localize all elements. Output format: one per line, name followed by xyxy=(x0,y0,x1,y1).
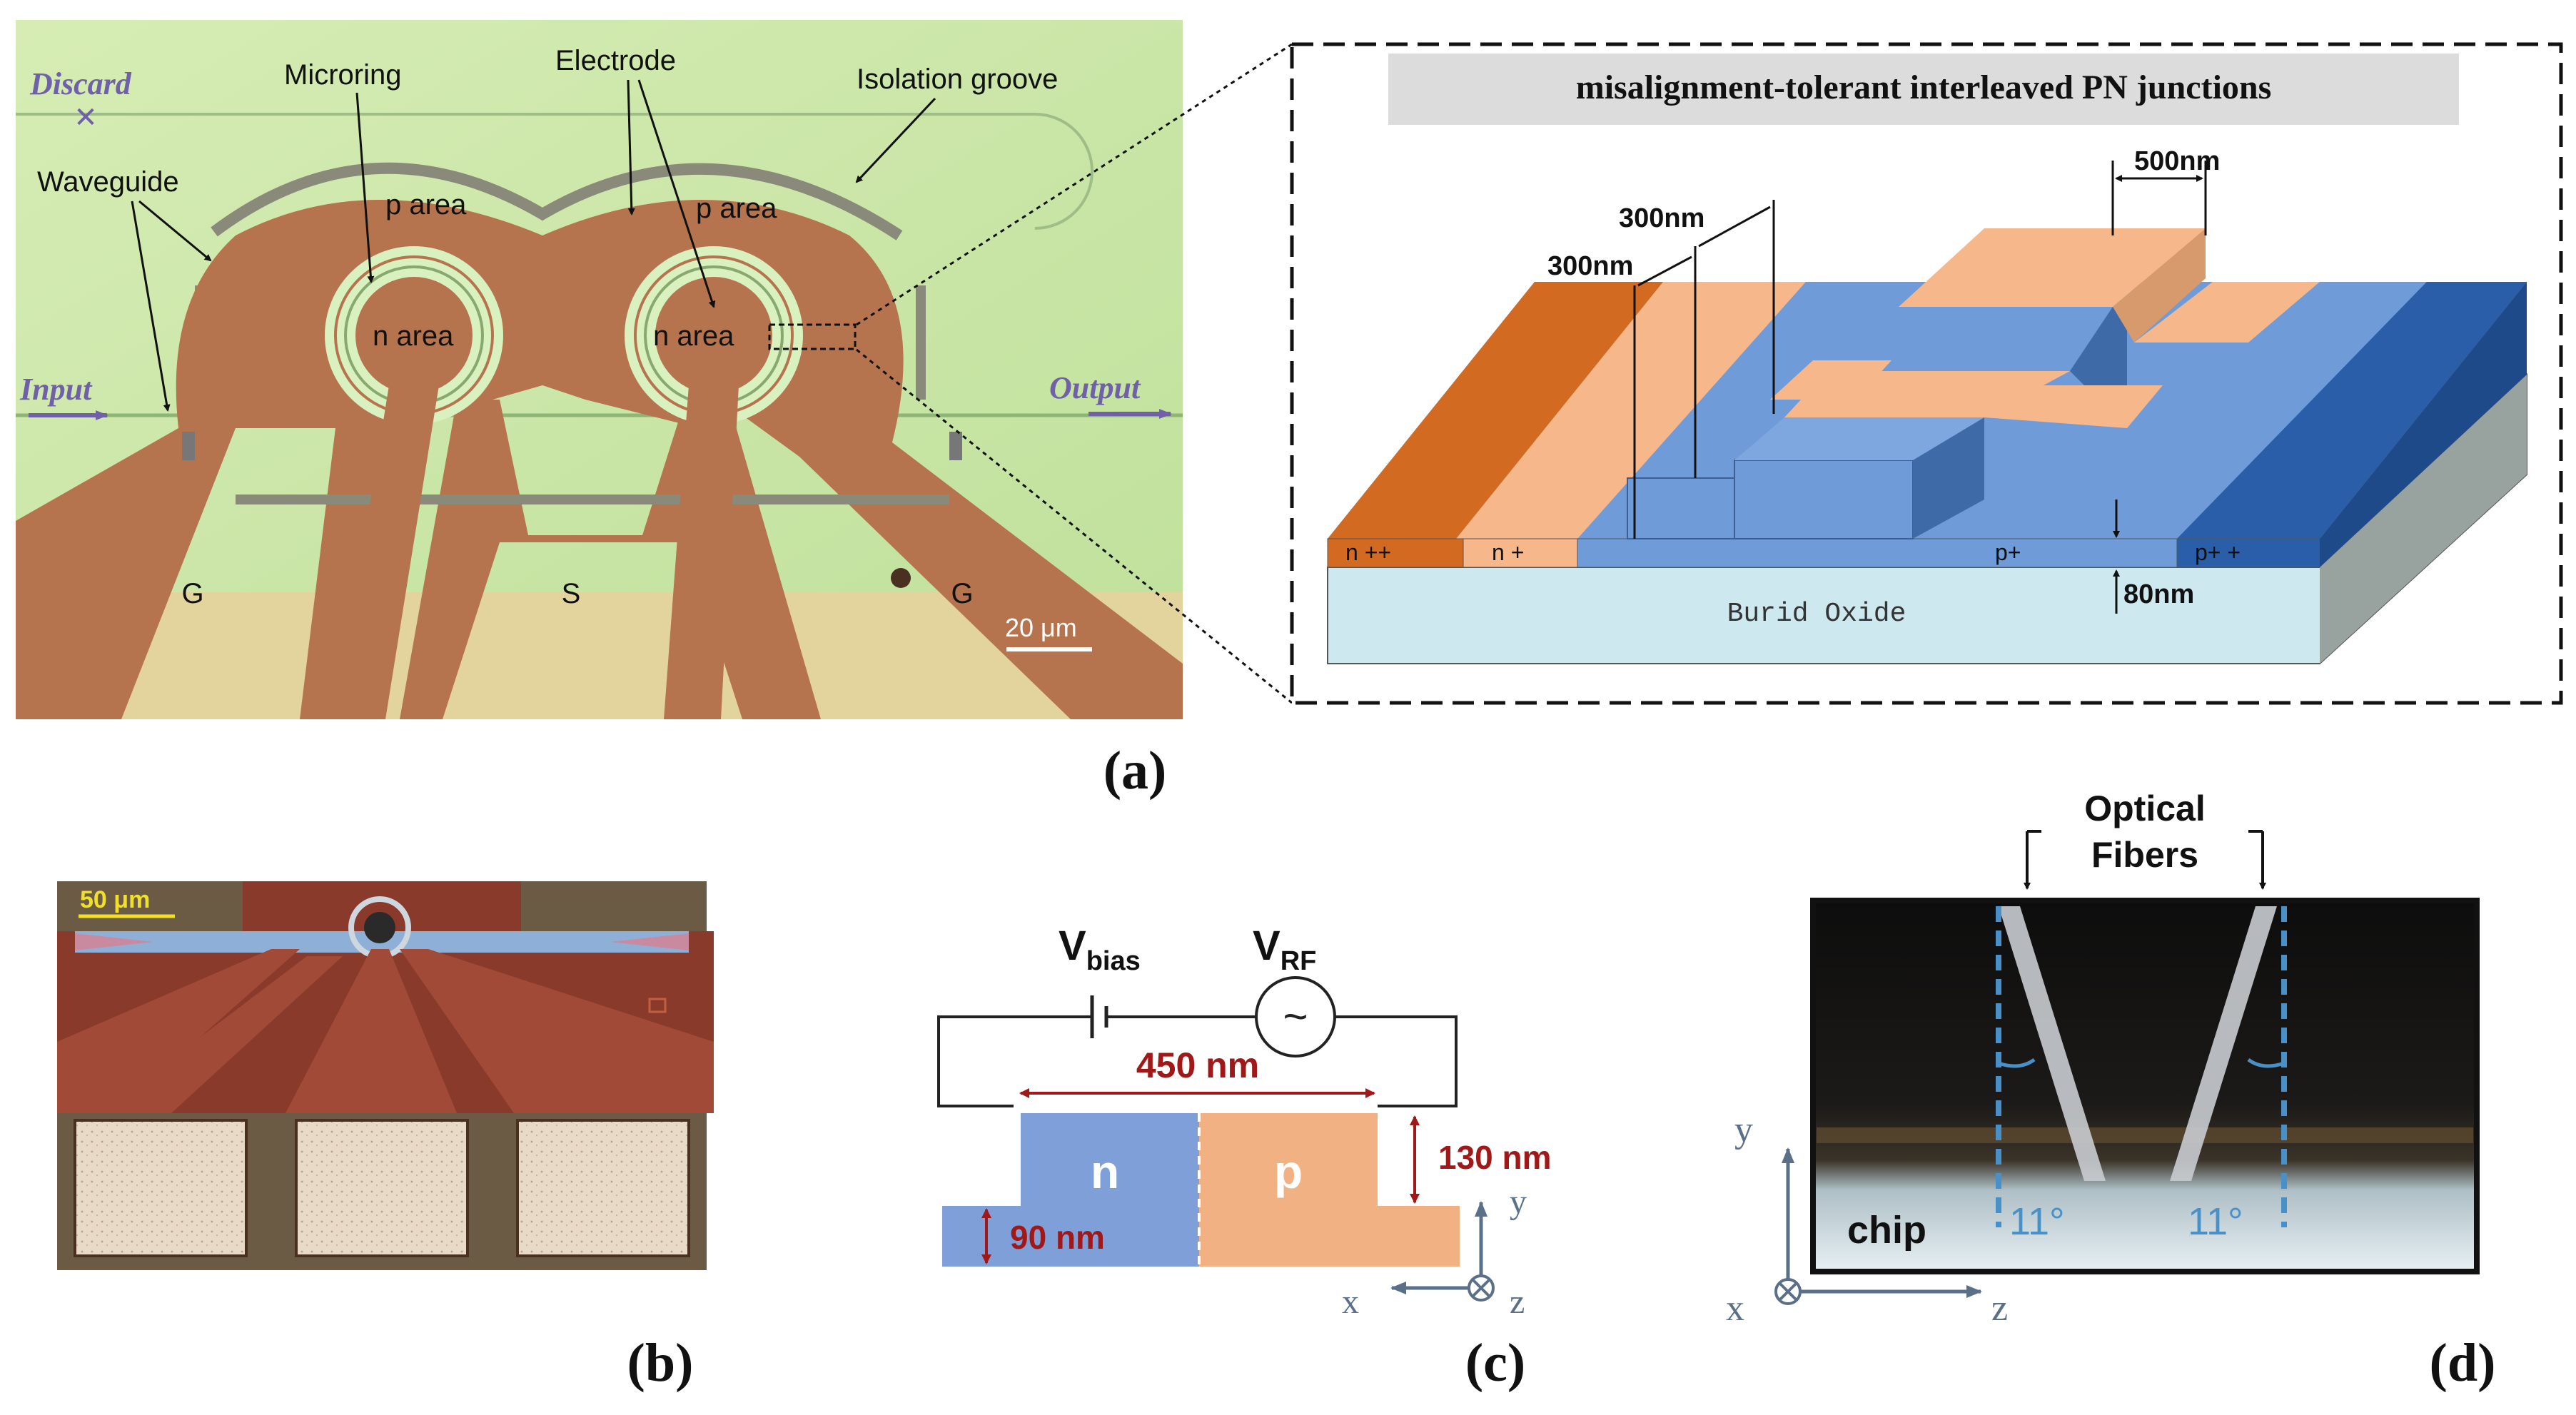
inset-title: misalignment-tolerant interleaved PN jun… xyxy=(1576,69,2272,106)
input-label: Input xyxy=(19,372,93,407)
panel-d-photo: Optical Fibers chip 11° 11° y x z xyxy=(1726,788,2480,1329)
dim-300nm-top-label: 300nm xyxy=(1619,203,1704,233)
dim-300nm-bottom-label: 300nm xyxy=(1547,251,1633,281)
p-area-right-label: p area xyxy=(696,193,777,224)
n-rib xyxy=(1021,1113,1199,1267)
p-plus-plus-face xyxy=(2176,538,2320,568)
angle-right-label: 11° xyxy=(2188,1200,2243,1243)
c-axis-z-label: z xyxy=(1510,1283,1525,1321)
vbias-label: Vbias xyxy=(1059,923,1141,976)
p-slab xyxy=(1199,1206,1460,1267)
c-axis-y-label: y xyxy=(1510,1183,1527,1221)
dim-130nm-label: 130 nm xyxy=(1438,1139,1552,1176)
pad-center xyxy=(295,1119,469,1257)
panel-d-label: (d) xyxy=(2430,1333,2496,1393)
panel-b-label: (b) xyxy=(627,1333,694,1393)
s-label: S xyxy=(562,578,581,609)
panel-b-micrograph: 50 μm xyxy=(57,881,714,1270)
discard-label: Discard xyxy=(29,66,132,101)
microring-left xyxy=(325,246,503,425)
pad-left xyxy=(74,1119,248,1257)
chip-label: chip xyxy=(1847,1209,1926,1252)
svg-text:~: ~ xyxy=(1283,993,1308,1040)
panel-a-inset: misalignment-tolerant interleaved PN jun… xyxy=(1290,42,2563,705)
region-n-plus-plus-label: n ++ xyxy=(1345,539,1391,565)
fiber-photo xyxy=(1810,898,2480,1274)
isolation-groove xyxy=(211,162,903,240)
fiber-right xyxy=(2170,906,2277,1181)
g-left-label: G xyxy=(181,578,203,609)
c-axis-x-label: x xyxy=(1342,1283,1359,1321)
pad-right xyxy=(516,1119,690,1257)
p-area-left-label: p area xyxy=(385,189,467,220)
panel-b-scale-label: 50 μm xyxy=(80,886,150,913)
panel-c-label: (c) xyxy=(1465,1333,1525,1393)
zoom-box xyxy=(768,323,857,350)
n-label: n xyxy=(1091,1145,1119,1198)
dim-90nm-label: 90 nm xyxy=(1010,1219,1105,1256)
microring-label: Microring xyxy=(284,59,401,91)
n-area-right-label: n area xyxy=(653,320,734,352)
electrode-label: Electrode xyxy=(555,45,676,76)
panel-a-micrograph: Discard ✕ Microring Electrode Isolation … xyxy=(16,20,1183,719)
dim-80nm-label: 80nm xyxy=(2123,579,2194,609)
p-plus-face xyxy=(1577,538,2178,568)
panel-c-schematic: ~ Vbias VRF 450 nm n p 130 nm 90 nm y x … xyxy=(937,923,1552,1321)
panel-a-label: (a) xyxy=(1103,741,1167,801)
d-axis-z-label: z xyxy=(1991,1288,2008,1329)
n-plus-face xyxy=(1463,538,1578,568)
angle-left-label: 11° xyxy=(2009,1200,2065,1243)
waveguide-label: Waveguide xyxy=(37,166,179,198)
region-n-plus-label: n + xyxy=(1492,539,1524,565)
region-p-plus-plus-label: p+ + xyxy=(2195,539,2241,565)
output-label: Output xyxy=(1049,370,1141,405)
ground-signal-electrodes xyxy=(16,200,1183,719)
p-label: p xyxy=(1274,1145,1303,1198)
optical-fibers-label-line1: Optical xyxy=(2084,788,2205,828)
inset-title-background xyxy=(1388,54,2459,125)
fiber-left xyxy=(1999,906,2106,1181)
vrf-label: VRF xyxy=(1253,923,1316,976)
region-p-plus-label: p+ xyxy=(1995,539,2021,565)
dim-450nm-label: 450 nm xyxy=(1136,1045,1259,1085)
discard-x-icon: ✕ xyxy=(74,102,98,133)
d-axis-x-label: x xyxy=(1726,1288,1744,1329)
buried-oxide-label: Burid Oxide xyxy=(1727,599,1906,629)
scale-bar-label: 20 μm xyxy=(1005,613,1077,642)
isolation-groove-label: Isolation groove xyxy=(857,64,1058,95)
n-area-left-label: n area xyxy=(373,320,454,352)
g-right-label: G xyxy=(951,578,973,609)
n-plus-plus-face xyxy=(1327,538,1464,568)
d-axis-y-label: y xyxy=(1734,1110,1753,1150)
optical-fibers-label-line2: Fibers xyxy=(2091,835,2198,875)
dim-500nm-label: 500nm xyxy=(2134,146,2220,176)
